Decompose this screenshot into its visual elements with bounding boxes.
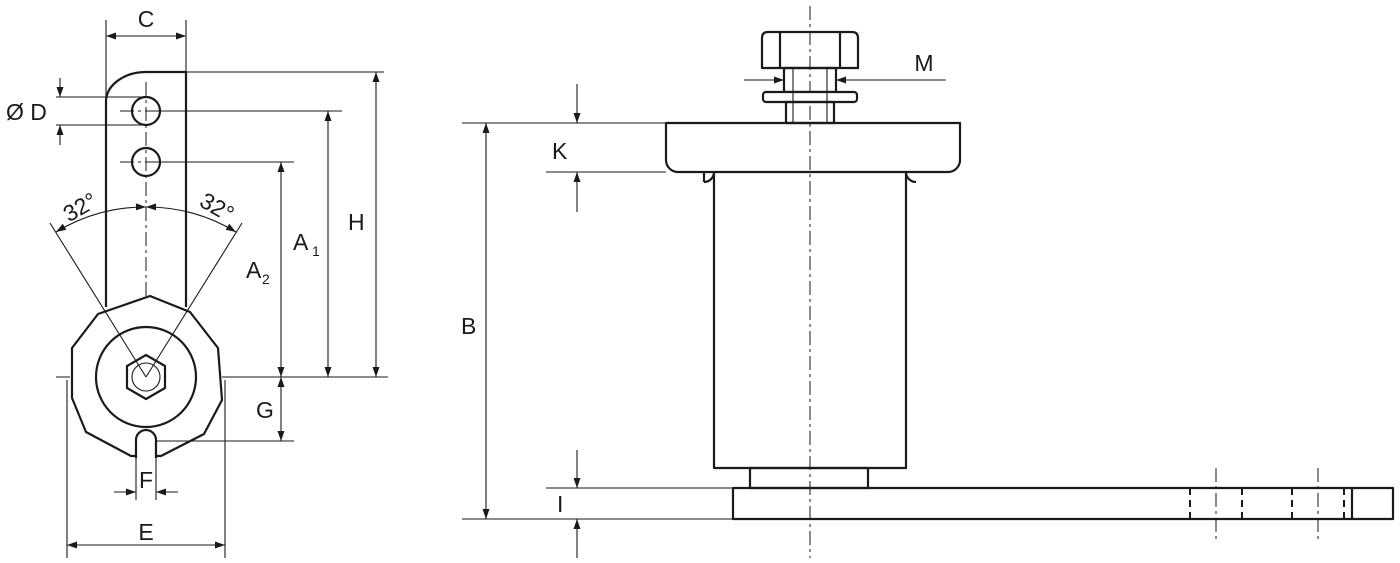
side-view: M K B I	[461, 6, 1395, 558]
spacer	[748, 466, 870, 490]
label-angle-left: 32°	[58, 187, 101, 227]
flange	[664, 121, 962, 174]
label-f: F	[139, 467, 153, 493]
washer	[761, 90, 859, 104]
bottom-slot	[134, 428, 158, 458]
label-a2-subscript: 2	[262, 271, 270, 287]
angle-line-left	[49, 222, 147, 378]
label-d: Ø D	[6, 99, 47, 125]
label-e: E	[138, 519, 153, 545]
angle-arc-left	[55, 203, 147, 233]
label-k: K	[552, 138, 568, 164]
label-b: B	[461, 313, 476, 339]
angle-arc-right	[145, 203, 237, 233]
hub-bore-circle	[94, 325, 198, 429]
label-a2: A	[246, 257, 262, 283]
body-cylinder	[702, 172, 908, 470]
label-c: C	[138, 6, 155, 32]
front-view: C Ø D 32° 32° A 2 A 1 H G F E	[6, 6, 388, 558]
hex-socket	[125, 353, 167, 401]
base-plate	[731, 486, 1395, 521]
label-i: I	[557, 491, 563, 517]
hex-socket-inner	[131, 362, 161, 392]
label-h: H	[348, 209, 365, 235]
label-m: M	[914, 50, 933, 76]
bolt-head	[760, 30, 860, 70]
angle-line-right	[145, 222, 243, 378]
label-angle-right: 32°	[195, 187, 238, 227]
label-a1: A	[293, 229, 309, 255]
label-a1-subscript: 1	[312, 243, 320, 259]
label-g: G	[256, 397, 274, 423]
